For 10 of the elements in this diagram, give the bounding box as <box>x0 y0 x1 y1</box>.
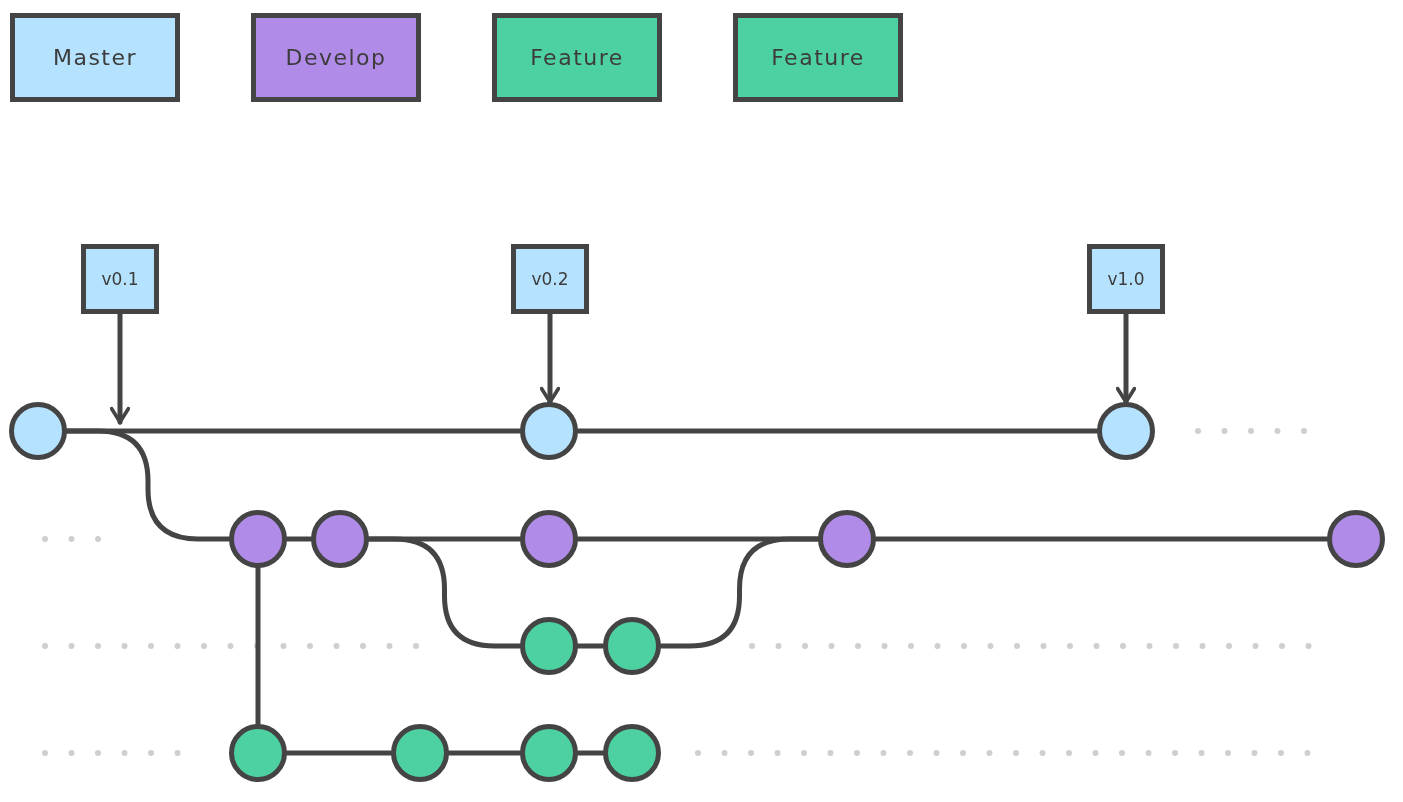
version-tag: v1.0 <box>1087 244 1165 314</box>
commit-circle <box>1327 510 1385 568</box>
branch-legend-swatch: Develop <box>251 13 421 102</box>
version-tag: v0.2 <box>511 244 589 314</box>
version-tag: v0.1 <box>81 244 159 314</box>
commit-circle <box>603 724 661 782</box>
branch-legend-swatch: Master <box>10 13 180 102</box>
branch-legend-swatch: Feature <box>733 13 903 102</box>
commit-circle <box>9 402 67 460</box>
branch-legend-swatch: Feature <box>492 13 662 102</box>
